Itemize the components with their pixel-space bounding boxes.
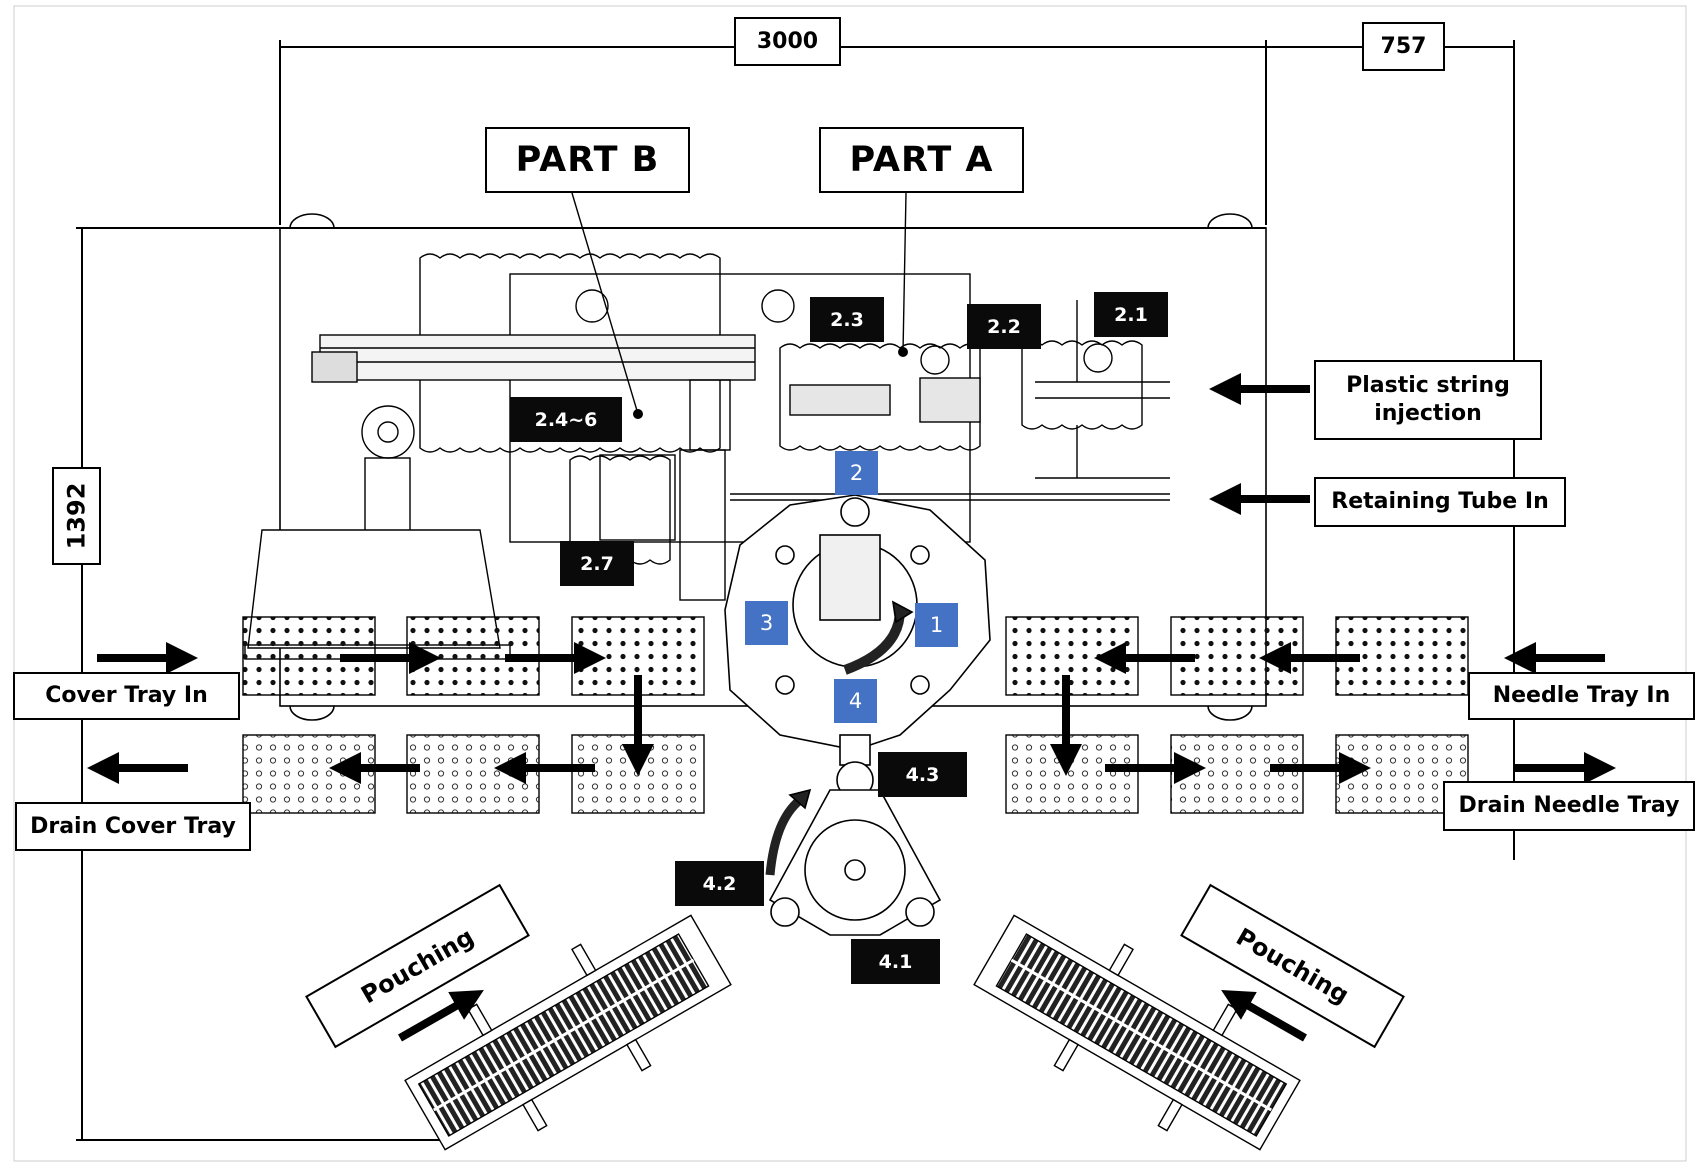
width-dimension-label: 3000 xyxy=(734,17,841,66)
part-a-point xyxy=(898,347,908,357)
pouching-conveyor-right xyxy=(973,914,1301,1151)
turntable xyxy=(724,494,991,751)
image-frame xyxy=(13,5,1687,1162)
part-b-point xyxy=(633,409,643,419)
station-4-3-label: 4.3 xyxy=(878,752,967,797)
station-2-4-6-label: 2.4~6 xyxy=(510,397,622,442)
drain-cover-tray-2 xyxy=(406,734,540,814)
height-dimension-label: 1392 xyxy=(52,467,101,565)
cover-tray-in-label: Cover Tray In xyxy=(13,672,240,720)
pouch-rotary-hub xyxy=(765,734,942,936)
part-b-label: PART B xyxy=(485,127,690,193)
part-a-assembly xyxy=(730,300,1170,501)
plastic-string-injection-label: Plastic string injection xyxy=(1314,360,1542,440)
station-4-1-label: 4.1 xyxy=(851,939,940,984)
station-2-2-label: 2.2 xyxy=(967,304,1041,349)
turntable-position-4: 4 xyxy=(834,679,877,723)
station-2-3-label: 2.3 xyxy=(810,297,884,342)
part-a-label: PART A xyxy=(819,127,1024,193)
station-4-2-label: 4.2 xyxy=(675,861,764,906)
drain-cover-tray-label: Drain Cover Tray xyxy=(15,802,251,851)
turntable-position-1: 1 xyxy=(915,603,958,647)
station-2-7-label: 2.7 xyxy=(560,541,634,586)
turntable-position-3: 3 xyxy=(745,601,788,645)
drain-needle-tray-2 xyxy=(1170,734,1304,814)
retaining-tube-in-label: Retaining Tube In xyxy=(1314,477,1566,527)
side-dimension-label: 757 xyxy=(1362,22,1445,71)
turntable-position-2: 2 xyxy=(835,451,878,495)
needle-tray-in-label: Needle Tray In xyxy=(1468,672,1695,720)
trays xyxy=(242,616,1469,814)
cover-tray-1 xyxy=(242,616,376,696)
flow-arrows xyxy=(87,373,1616,1042)
pouching-conveyor-left xyxy=(404,914,732,1151)
drain-needle-tray-label: Drain Needle Tray xyxy=(1443,781,1695,831)
drain-cover-tray-1 xyxy=(242,734,376,814)
drain-needle-tray-1 xyxy=(1005,734,1139,814)
leader-lines xyxy=(571,192,907,415)
station-2-1-label: 2.1 xyxy=(1094,292,1168,337)
